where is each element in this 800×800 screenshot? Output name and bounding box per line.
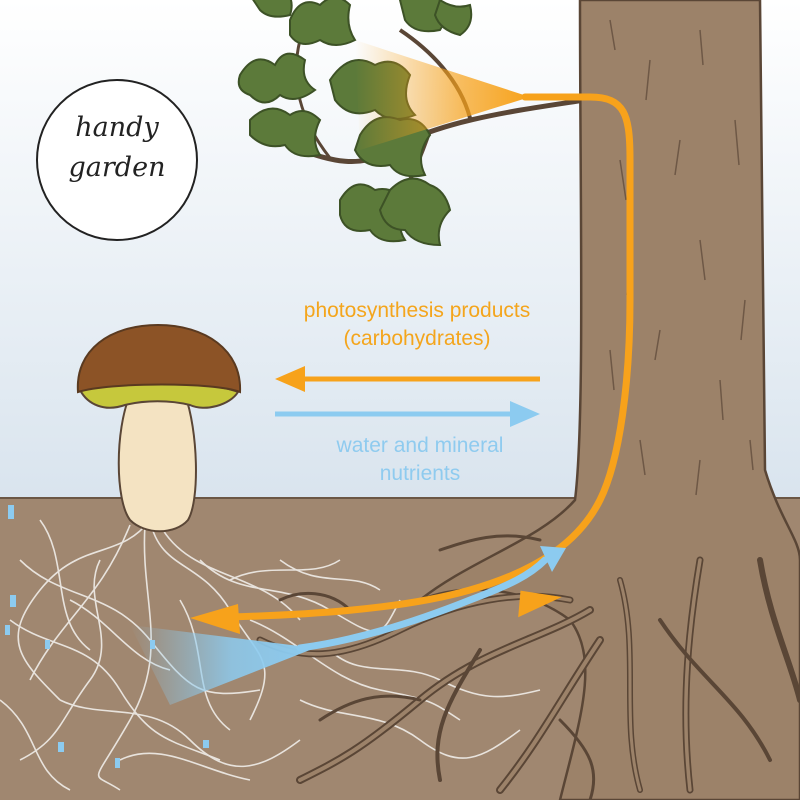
- water-nutrients-label: water and mineral nutrients: [295, 432, 545, 488]
- logo-line-1: handy: [40, 108, 194, 148]
- water-label-line-1: water and mineral: [295, 432, 545, 460]
- water-label-line-2: nutrients: [295, 460, 545, 488]
- carbohydrates-label-line-1: photosynthesis products: [262, 297, 572, 325]
- handy-garden-logo: handy garden: [40, 108, 194, 188]
- mushroom-stem: [119, 395, 196, 531]
- carbohydrates-label-line-2: (carbohydrates): [262, 325, 572, 353]
- logo-line-2: garden: [40, 148, 194, 188]
- carbohydrates-label: photosynthesis products (carbohydrates): [262, 297, 572, 353]
